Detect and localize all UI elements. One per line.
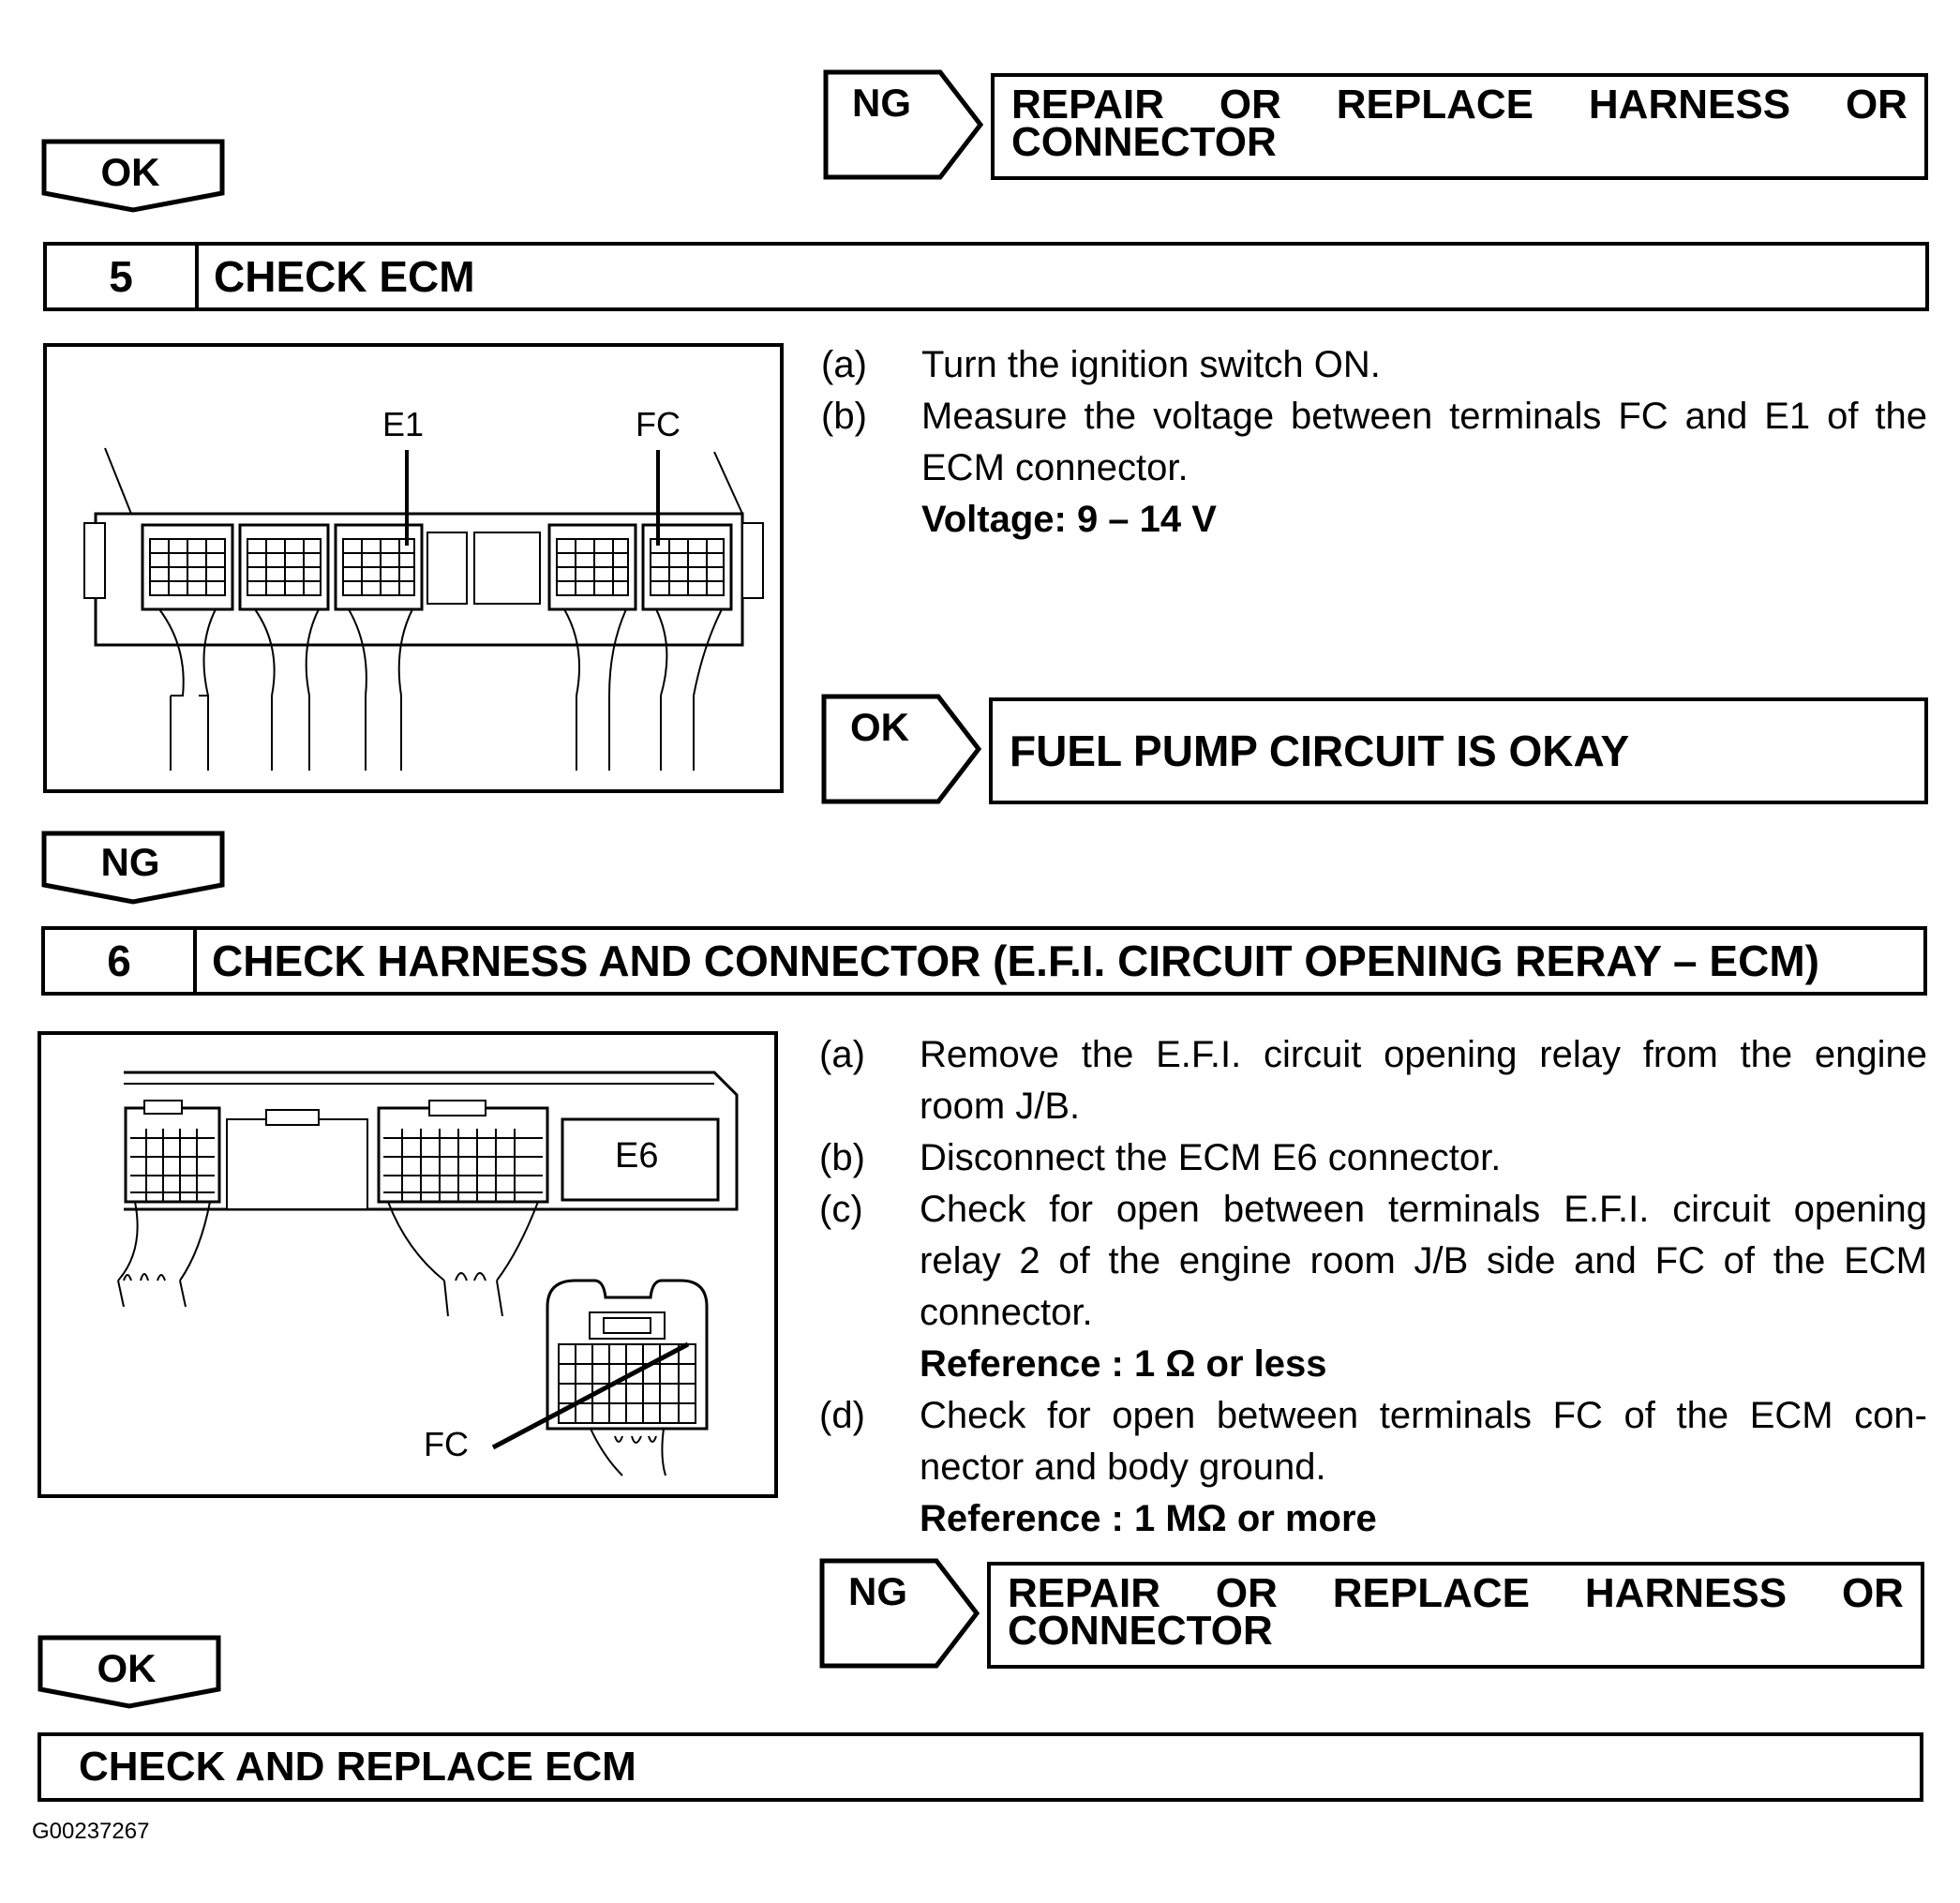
ng-tag-label: NG [848,1569,907,1613]
result-line-2: CONNECTOR [1008,1608,1273,1654]
instruction-a: (a) Remove the E.F.I. circuit opening re… [819,1034,1927,1127]
result-text: FUEL PUMP CIRCUIT IS OKAY [1010,727,1630,775]
ng-tag-label: NG [852,81,911,125]
result-line-1: REPAIR OR REPLACE HARNESS OR [1008,1570,1904,1616]
fc-terminal-label: FC [424,1425,469,1463]
instruction-b: (b) Measure the voltage between terminal… [821,396,1927,488]
step-number: 6 [45,930,197,992]
e6-diagram-svg [117,1071,739,1476]
ok-tag-label: OK [97,1646,157,1690]
ecm-connector-2 [238,523,330,611]
step-title: CHECK HARNESS AND CONNECTOR (E.F.I. CIRC… [212,937,1819,985]
ok-down-tag [41,139,225,213]
final-action-text: CHECK AND REPLACE ECM [79,1744,636,1790]
ecm-diagram-svg [83,447,764,771]
ok-tag-label: OK [850,705,909,749]
ok-tag-label: OK [100,150,160,194]
repair-harness-result-box: REPAIR OR REPLACE HARNESS OR CONNECTOR [987,1562,1924,1669]
e6-connector-label: E6 [615,1136,659,1176]
e1-terminal-label: E1 [382,405,425,443]
step-number: 5 [47,246,199,307]
result-line-2: CONNECTOR [1011,119,1277,165]
instruction-c: (c) Check for open between terminals E.F… [819,1189,1927,1333]
reference-spec-2: Reference : 1 MΩ or more [920,1498,1377,1539]
result-line-1: REPAIR OR REPLACE HARNESS OR [1011,82,1908,127]
step-5-instructions: (a) Turn the ignition switch ON. (b) Mea… [821,339,1927,546]
check-replace-ecm-box: CHECK AND REPLACE ECM [37,1732,1923,1802]
ng-arrow-tag [819,1558,980,1669]
ecm-connector-3 [334,523,424,611]
step-6-header: 6 CHECK HARNESS AND CONNECTOR (E.F.I. CI… [41,926,1927,996]
repair-harness-result-box: REPAIR OR REPLACE HARNESS OR CONNECTOR [991,73,1928,180]
ecm-connector-diagram: E1 FC [43,343,784,793]
instruction-a: (a) Turn the ignition switch ON. [821,344,1381,385]
step-5-header: 5 CHECK ECM [43,242,1929,311]
ng-arrow-tag [823,69,984,180]
fc-leader-line [491,1341,690,1450]
instruction-b: (b) Disconnect the ECM E6 connector. [819,1137,1502,1178]
instruction-d: (d) Check for open between terminals FC … [819,1395,1927,1488]
ok-down-tag [37,1635,221,1709]
step-6-instructions: (a) Remove the E.F.I. circuit opening re… [819,1029,1927,1545]
ng-tag-label: NG [100,840,160,884]
e6-connector-diagram: E6 FC [37,1031,778,1498]
ecm-connector-1 [141,523,234,611]
e6-connector-outline [561,1117,720,1202]
figure-code: G00237267 [32,1819,150,1844]
ecm-connector-4 [547,523,637,611]
fuel-pump-okay-result-box: FUEL PUMP CIRCUIT IS OKAY [989,697,1928,804]
voltage-spec: Voltage: 9 – 14 V [921,499,1217,540]
ng-down-tag [41,831,225,905]
fc-terminal-label: FC [636,405,681,443]
e6-ecm-connector-2 [377,1100,549,1204]
e6-ecm-connector-1 [124,1100,221,1204]
reference-spec-1: Reference : 1 Ω or less [920,1343,1327,1385]
detached-e6-connector [546,1279,709,1476]
ok-arrow-tag [821,694,982,804]
step-title: CHECK ECM [214,252,475,301]
